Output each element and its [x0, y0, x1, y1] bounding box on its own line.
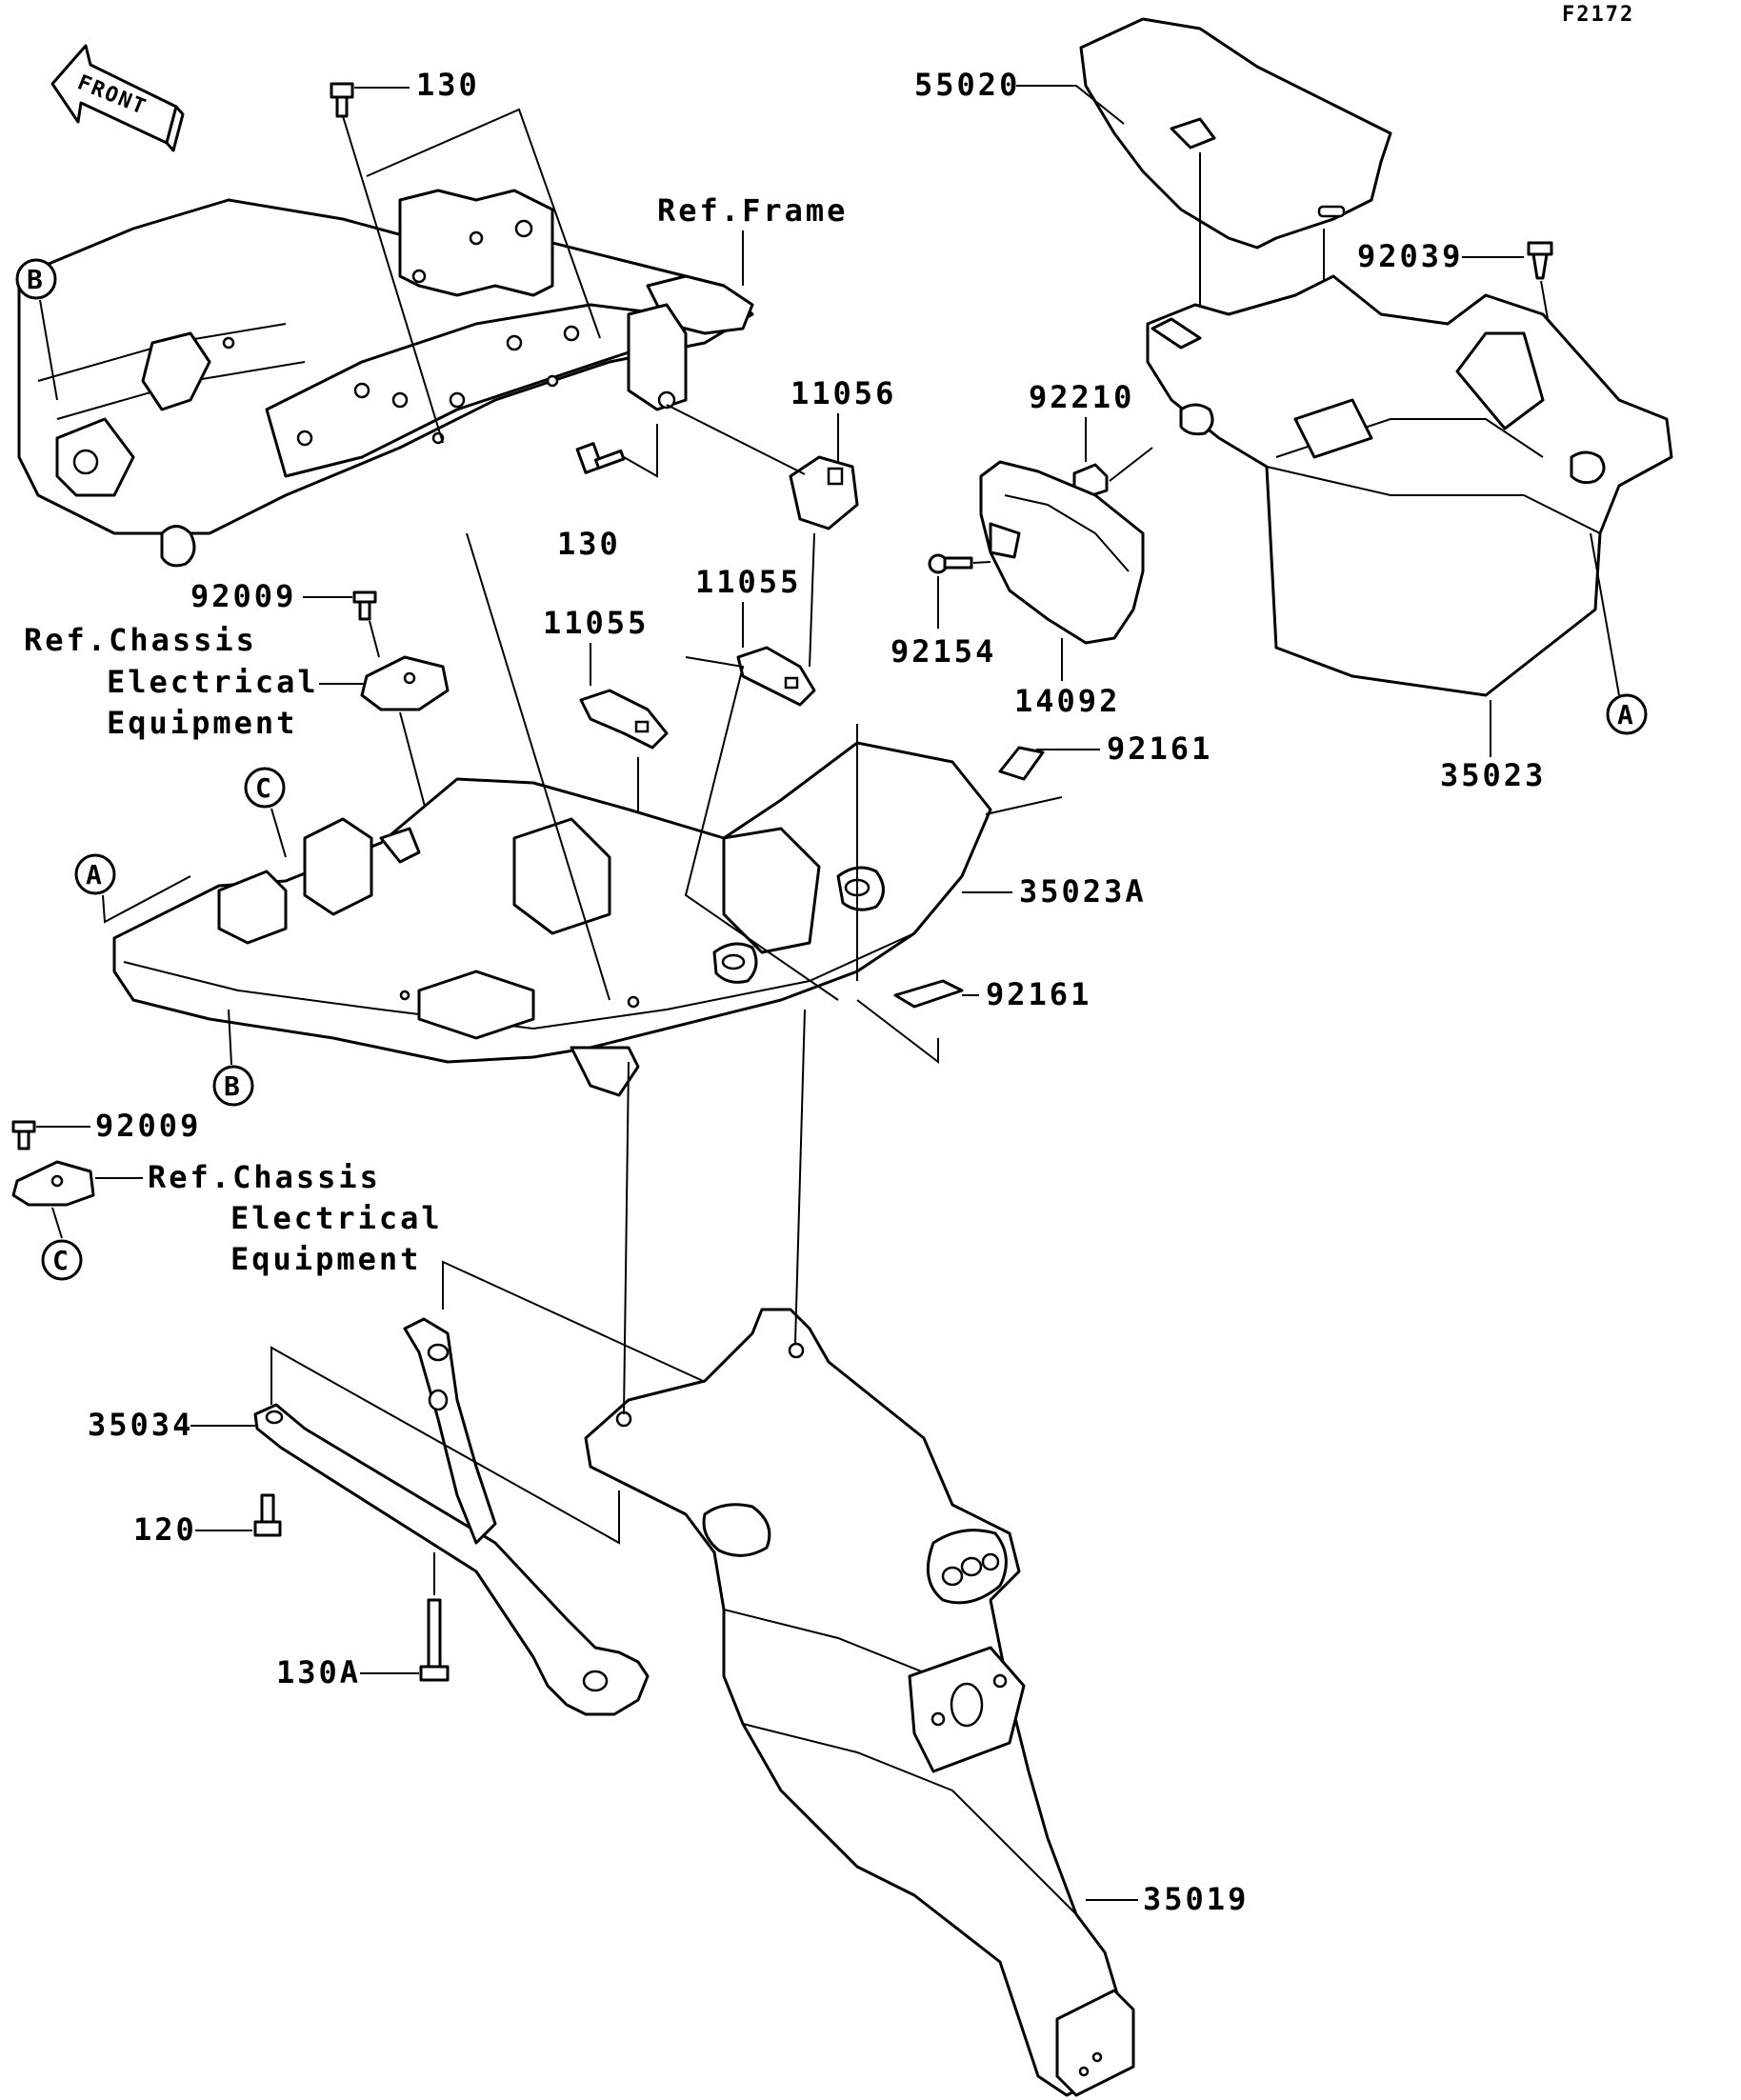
label-11056: 11056	[790, 375, 896, 411]
clip-92039-icon	[1527, 241, 1553, 280]
svg-text:C: C	[52, 1245, 69, 1276]
chassis-bracket-top-icon	[360, 655, 450, 711]
clamp-11055-b-icon	[736, 646, 816, 707]
bolt-130-mid-icon	[575, 442, 626, 474]
label-130-mid: 130	[557, 526, 621, 562]
callout-c-top: C	[244, 767, 286, 809]
label-35019: 35019	[1143, 1881, 1249, 1917]
stay-35034	[253, 1317, 650, 1716]
callout-a-right: A	[1606, 693, 1648, 735]
ref-chassis-1-line3: Equipment	[107, 705, 297, 741]
bolt-130a-icon	[419, 1598, 450, 1682]
label-120: 120	[133, 1511, 197, 1548]
label-130-top: 130	[416, 67, 480, 103]
label-14092: 14092	[1014, 683, 1120, 719]
svg-text:A: A	[1617, 699, 1633, 730]
svg-text:C: C	[255, 772, 271, 804]
label-92154: 92154	[891, 633, 996, 670]
ref-chassis-2-line2: Electrical	[230, 1200, 443, 1236]
screw-92009-a-icon	[352, 590, 377, 621]
callout-b-top: B	[15, 258, 57, 300]
label-35023: 35023	[1440, 757, 1546, 793]
label-92161-b: 92161	[986, 976, 1091, 1012]
svg-text:A: A	[86, 859, 102, 890]
ref-chassis-1-line1: Ref.Chassis	[24, 622, 257, 658]
label-55020: 55020	[914, 67, 1020, 103]
svg-text:B: B	[224, 1070, 240, 1102]
bracket-11056-icon	[789, 455, 859, 530]
callout-b-bottom: B	[212, 1065, 254, 1107]
label-11055-a: 11055	[543, 605, 649, 641]
battery-case-35023	[1146, 274, 1673, 697]
ref-frame-label: Ref.Frame	[657, 192, 848, 229]
ref-chassis-1-line2: Electrical	[107, 664, 319, 700]
screw-92009-b-icon	[11, 1120, 36, 1150]
screw-92154-icon	[928, 553, 973, 574]
chassis-bracket-bottom-icon	[11, 1160, 95, 1207]
label-92009-a: 92009	[190, 578, 296, 614]
svg-text:B: B	[27, 264, 43, 295]
rear-fender-tray-35023a	[112, 741, 992, 1097]
label-11055-b: 11055	[695, 564, 801, 600]
front-arrow-icon: FRONT	[50, 44, 185, 152]
label-92161-a: 92161	[1107, 730, 1212, 767]
callout-c-bottom: C	[41, 1239, 83, 1281]
callout-a-left: A	[74, 853, 116, 895]
figure-code: F2172	[1562, 3, 1634, 27]
label-35023a: 35023A	[1019, 873, 1147, 910]
label-130a: 130A	[276, 1654, 361, 1690]
pad-92161-a-icon	[998, 746, 1045, 781]
label-35034: 35034	[88, 1407, 193, 1443]
ref-chassis-2-line3: Equipment	[230, 1241, 421, 1277]
label-92039: 92039	[1357, 238, 1463, 274]
rear-fender-35019	[584, 1308, 1135, 2097]
ref-chassis-2-line1: Ref.Chassis	[148, 1159, 381, 1195]
label-92009-b: 92009	[95, 1108, 201, 1144]
frame-assembly	[17, 189, 754, 568]
pad-92161-b-icon	[893, 979, 964, 1009]
cover-14092	[979, 460, 1145, 645]
cover-55020	[1079, 17, 1392, 250]
label-92210: 92210	[1029, 379, 1134, 415]
clamp-11055-a-icon	[579, 689, 669, 750]
bolt-120-icon	[253, 1493, 282, 1537]
bolt-130-top-icon	[330, 82, 354, 118]
